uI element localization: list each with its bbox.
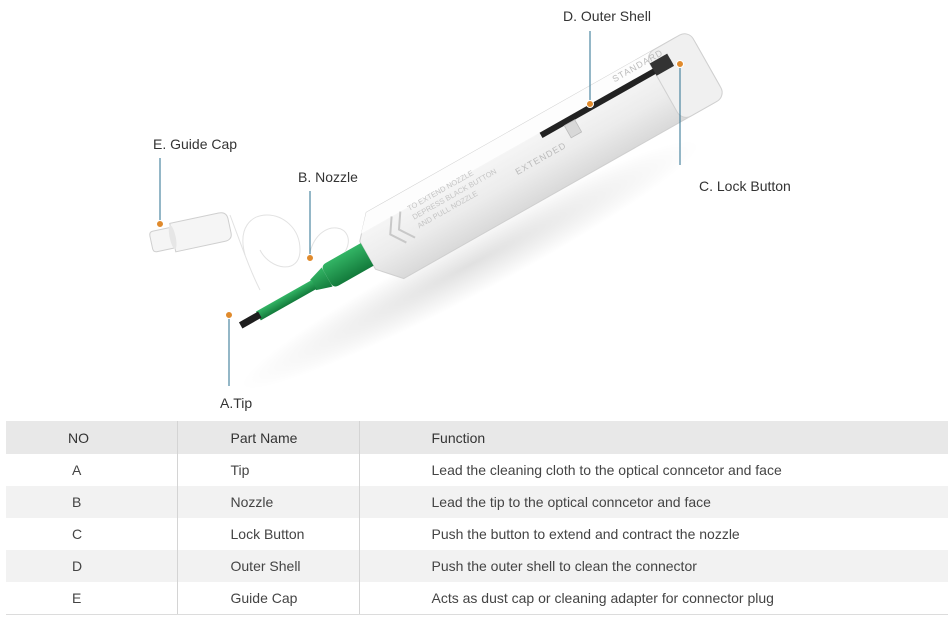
cleaner-illustration: STANDARD EXTENDED TO EXTEND NOZZLE DEPRE… <box>149 31 723 390</box>
cell-function: Lead the tip to the optical conncetor an… <box>358 486 948 518</box>
thread <box>242 214 301 268</box>
cell-function: Push the button to extend and contract t… <box>358 518 948 550</box>
tip <box>238 311 262 329</box>
cleaner-body: STANDARD EXTENDED TO EXTEND NOZZLE DEPRE… <box>238 33 723 329</box>
callout-tip: A.Tip <box>220 395 253 411</box>
cell-part-name: Lock Button <box>176 518 359 550</box>
marker-outer-shell <box>586 100 594 108</box>
marker-tip <box>225 311 233 319</box>
table-header-row: NO Part Name Function <box>6 421 948 454</box>
cell-part-name: Nozzle <box>176 486 359 518</box>
header-part-name: Part Name <box>176 421 359 454</box>
marker-guide-cap <box>156 220 164 228</box>
header-function: Function <box>358 421 948 454</box>
cell-no: B <box>6 486 177 518</box>
cell-function: Acts as dust cap or cleaning adapter for… <box>358 582 948 615</box>
device-shadow <box>240 140 700 390</box>
slider-slot <box>539 58 674 138</box>
lock-button[interactable] <box>649 53 675 76</box>
callout-guide-cap: E. Guide Cap <box>153 136 238 152</box>
table-row: C Lock Button Push the button to extend … <box>6 518 948 550</box>
callout-lock-button: C. Lock Button <box>699 178 791 194</box>
nozzle <box>255 280 317 321</box>
cell-function: Lead the cleaning cloth to the optical c… <box>358 454 948 486</box>
chevron-icon <box>389 211 416 244</box>
header-no: NO <box>6 421 177 454</box>
callout-outer-shell: D. Outer Shell <box>563 8 651 24</box>
cell-part-name: Tip <box>176 454 359 486</box>
cell-no: C <box>72 526 83 542</box>
parts-table: NO Part Name Function A Tip Lead the cle… <box>6 421 948 615</box>
table-row: B Nozzle Lead the tip to the optical con… <box>6 486 948 518</box>
cell-no: A <box>72 462 82 478</box>
guide-cap <box>149 212 232 253</box>
table-row: D Outer Shell Push the outer shell to cl… <box>6 550 948 582</box>
cleaner-diagram: STANDARD EXTENDED TO EXTEND NOZZLE DEPRE… <box>149 8 791 411</box>
cell-no: D <box>6 550 177 582</box>
marker-nozzle <box>306 254 314 262</box>
callout-nozzle: B. Nozzle <box>298 169 358 185</box>
table-row: A Tip Lead the cleaning cloth to the opt… <box>6 454 948 486</box>
cell-function: Push the outer shell to clean the connec… <box>358 550 948 582</box>
marker-lock-button <box>676 60 684 68</box>
nozzle-collar <box>322 243 374 287</box>
cell-part-name: Outer Shell <box>176 550 359 582</box>
table-row: E Guide Cap Acts as dust cap or cleaning… <box>6 582 948 615</box>
cell-no: E <box>6 582 177 615</box>
cell-part-name: Guide Cap <box>176 582 359 615</box>
